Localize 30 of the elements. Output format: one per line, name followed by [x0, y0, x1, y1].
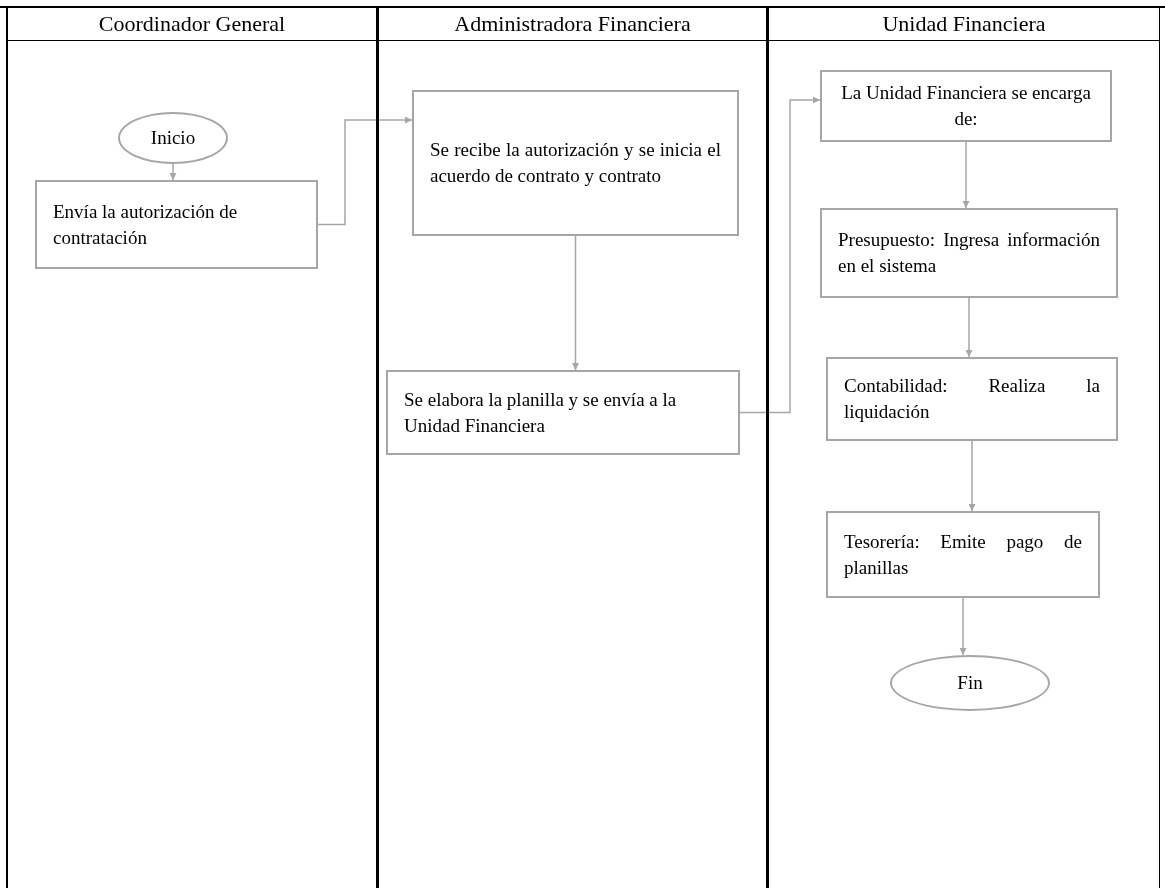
step-text: Fin	[956, 671, 984, 696]
process-box	[820, 208, 1118, 298]
step-text: Se recibe la autorización y se inicia el acuerdo de contrato y contrato	[430, 138, 721, 188]
arrow	[739, 96, 821, 414]
arrow	[317, 116, 413, 226]
step-text: Contabilidad: Realiza la liquidación	[844, 374, 1100, 424]
process-box	[386, 370, 740, 455]
step-text: La Unidad Financiera se encarga de:	[840, 81, 1092, 131]
step-text: Envía la autorización de contratación	[53, 199, 239, 250]
arrow	[959, 597, 967, 656]
lane-heading: Coordinador General	[98, 11, 286, 37]
swimlane	[6, 8, 377, 888]
process-box	[826, 511, 1100, 598]
swimlane	[767, 8, 1160, 888]
step-text: Se elabora la planilla y se envía a la Unidad Financiera	[404, 387, 678, 438]
lane-heading: Administradora Financiera	[454, 11, 691, 37]
swimlane	[377, 8, 767, 888]
step-text: Inicio	[149, 126, 197, 151]
process-box	[820, 70, 1112, 142]
arrow	[572, 235, 579, 371]
arrow	[965, 297, 973, 358]
process-box	[826, 357, 1118, 441]
arrow	[962, 141, 970, 209]
lane-heading: Unidad Financiera	[882, 11, 1046, 37]
arrow	[968, 440, 976, 512]
process-box	[35, 180, 318, 269]
step-text: Tesorería: Emite pago de planillas	[844, 529, 1082, 580]
process-box	[412, 90, 739, 236]
arrow	[169, 163, 177, 181]
step-text: Presupuesto: Ingresa información en el sistema	[838, 228, 1100, 278]
